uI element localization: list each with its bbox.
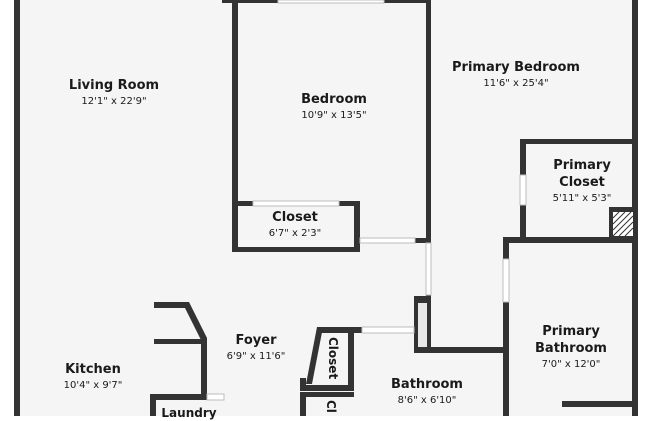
primary-closet-name-line1: Primary [553,158,611,173]
hall-closet-wall-right [348,327,354,390]
closet-wall-top-left [235,201,253,206]
foyer-name: Foyer [235,333,277,348]
closet-door-opening [252,200,340,207]
laundry-wall-top [150,394,224,400]
small-closet-label: Cl [324,400,338,413]
bathroom-name: Bathroom [391,377,463,392]
kitchen-name: Kitchen [65,362,121,377]
primary-closet-wall-left-top [520,139,526,175]
outer-wall-left [14,0,20,416]
bedroom-door-opening [359,237,416,244]
bedroom-wall-left [232,0,238,252]
hall-closet-wall-left [300,378,306,391]
laundry-wall-left [150,394,156,416]
bedroom-wall-top-right [384,0,428,3]
foyer-label: Foyer 6'9" x 11'6" [226,333,286,362]
primary-bath-wall-top [503,237,635,243]
bedroom-label: Bedroom 10'9" x 13'5" [301,92,367,121]
small-closet-wall-left [300,392,306,416]
primary-bathroom-name-line1: Primary [542,324,600,339]
bedroom-window [277,0,385,4]
bedroom-wall-right [426,0,431,243]
primary-bath-wall-left-top [503,237,509,259]
bathroom-wall-top [414,347,505,353]
primary-closet-door-opening [519,174,527,206]
primary-bathroom-label: Primary Bathroom 7'0" x 12'0" [535,324,607,370]
bedroom-name: Bedroom [301,92,367,107]
primary-closet-dims: 5'11" x 5'3" [552,192,612,204]
laundry-name: Laundry [161,406,217,420]
floor-area [15,0,637,416]
kitchen-dims: 10'4" x 9'7" [63,379,123,391]
bedroom-wall-top-left [222,0,278,3]
hall-opening [425,242,432,296]
kitchen-wall-angled [154,302,207,395]
primary-bedroom-name: Primary Bedroom [452,60,580,75]
primary-closet-label: Primary Closet 5'11" x 5'3" [552,158,612,204]
primary-bath-door-opening [502,258,510,303]
floor-sliver-right [637,0,652,416]
small-closet-wall-top [300,392,354,397]
pillar-interior [418,303,427,347]
primary-bath-fixture-bar [562,401,634,407]
primary-bathroom-name-line2: Bathroom [535,340,607,356]
hall-closet-wall-bottom [300,385,354,391]
kitchen-label: Kitchen 10'4" x 9'7" [63,362,123,391]
bathroom-dims: 8'6" x 6'10" [397,394,457,406]
closet-wall-right [354,201,360,252]
utility-chase [609,207,637,241]
primary-closet-wall-top [520,139,637,144]
primary-closet-wall-left-bottom [520,205,526,242]
laundry-door-opening [206,393,225,401]
primary-closet-name-line2: Closet [559,174,605,190]
living-room-label: Living Room 12'1" x 22'9" [68,78,160,107]
bathroom-door-opening [361,326,415,334]
closet-wall-bottom [232,247,360,252]
kitchen-wall-horizontal [154,339,202,344]
bathroom-label: Bathroom 8'6" x 6'10" [391,377,463,406]
closet-dims: 6'7" x 2'3" [268,227,322,239]
living-room-dims: 12'1" x 22'9" [81,95,147,107]
primary-bedroom-label: Primary Bedroom 11'6" x 25'4" [452,60,580,89]
hall-closet-wall-top [317,327,362,333]
closet-name: Closet [272,210,318,225]
hall-closet-label: Closet [326,337,340,380]
closet-label: Closet 6'7" x 2'3" [268,210,322,239]
hall-closet-wall-angled [306,327,323,384]
laundry-label: Laundry [161,406,217,421]
living-room-name: Living Room [68,78,160,93]
primary-bath-wall-left-bottom [503,302,509,416]
foyer-dims: 6'9" x 11'6" [226,350,286,362]
primary-bathroom-dims: 7'0" x 12'0" [541,358,601,370]
bedroom-dims: 10'9" x 13'5" [301,109,367,121]
closet-wall-top-right [339,201,359,206]
primary-bedroom-dims: 11'6" x 25'4" [483,77,549,89]
